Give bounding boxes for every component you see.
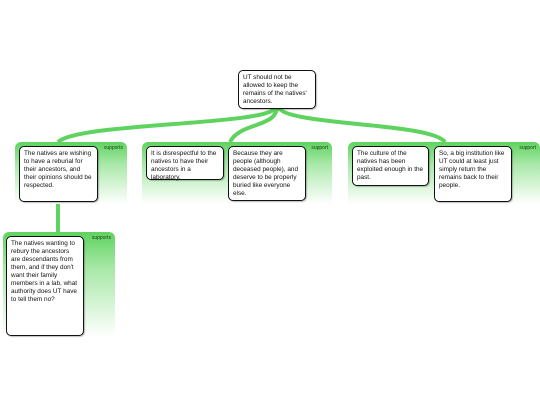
claim-box[interactable]: UT should not be allowed to keep the rem… — [238, 70, 316, 109]
reason-box-1[interactable]: The natives are wishing to have a reburi… — [19, 146, 98, 202]
claim-text: UT should not be allowed to keep the rem… — [243, 74, 307, 105]
connector-claim-left — [56, 105, 278, 144]
reason-box-2[interactable]: It is disrespectful to the natives to ha… — [146, 146, 224, 181]
reason-box-5[interactable]: So, a big institution like UT could at l… — [434, 146, 512, 202]
reason-box-3[interactable]: Because they are people (although deceas… — [228, 146, 306, 201]
reason-box-4[interactable]: The culture of the natives has been expl… — [352, 146, 429, 186]
support-tag: supports — [103, 145, 123, 151]
reason-text-2: It is disrespectful to the natives to ha… — [151, 150, 217, 181]
reason-box-6[interactable]: The natives wanting to rebury the ancest… — [6, 236, 84, 336]
reason-text-4: The culture of the natives has been expl… — [357, 150, 424, 181]
reason-text-1: The natives are wishing to have a reburi… — [24, 150, 92, 189]
connector-claim-right — [276, 105, 447, 144]
support-tag: support — [519, 145, 536, 151]
reason-text-3: Because they are people (although deceas… — [233, 150, 299, 197]
reason-text-6: The natives wanting to rebury the ancest… — [11, 240, 78, 303]
support-tag: supports — [91, 235, 111, 241]
connector-claim-mid — [228, 106, 279, 144]
reason-text-5: So, a big institution like UT could at l… — [439, 150, 505, 189]
support-tag: support — [311, 145, 328, 151]
